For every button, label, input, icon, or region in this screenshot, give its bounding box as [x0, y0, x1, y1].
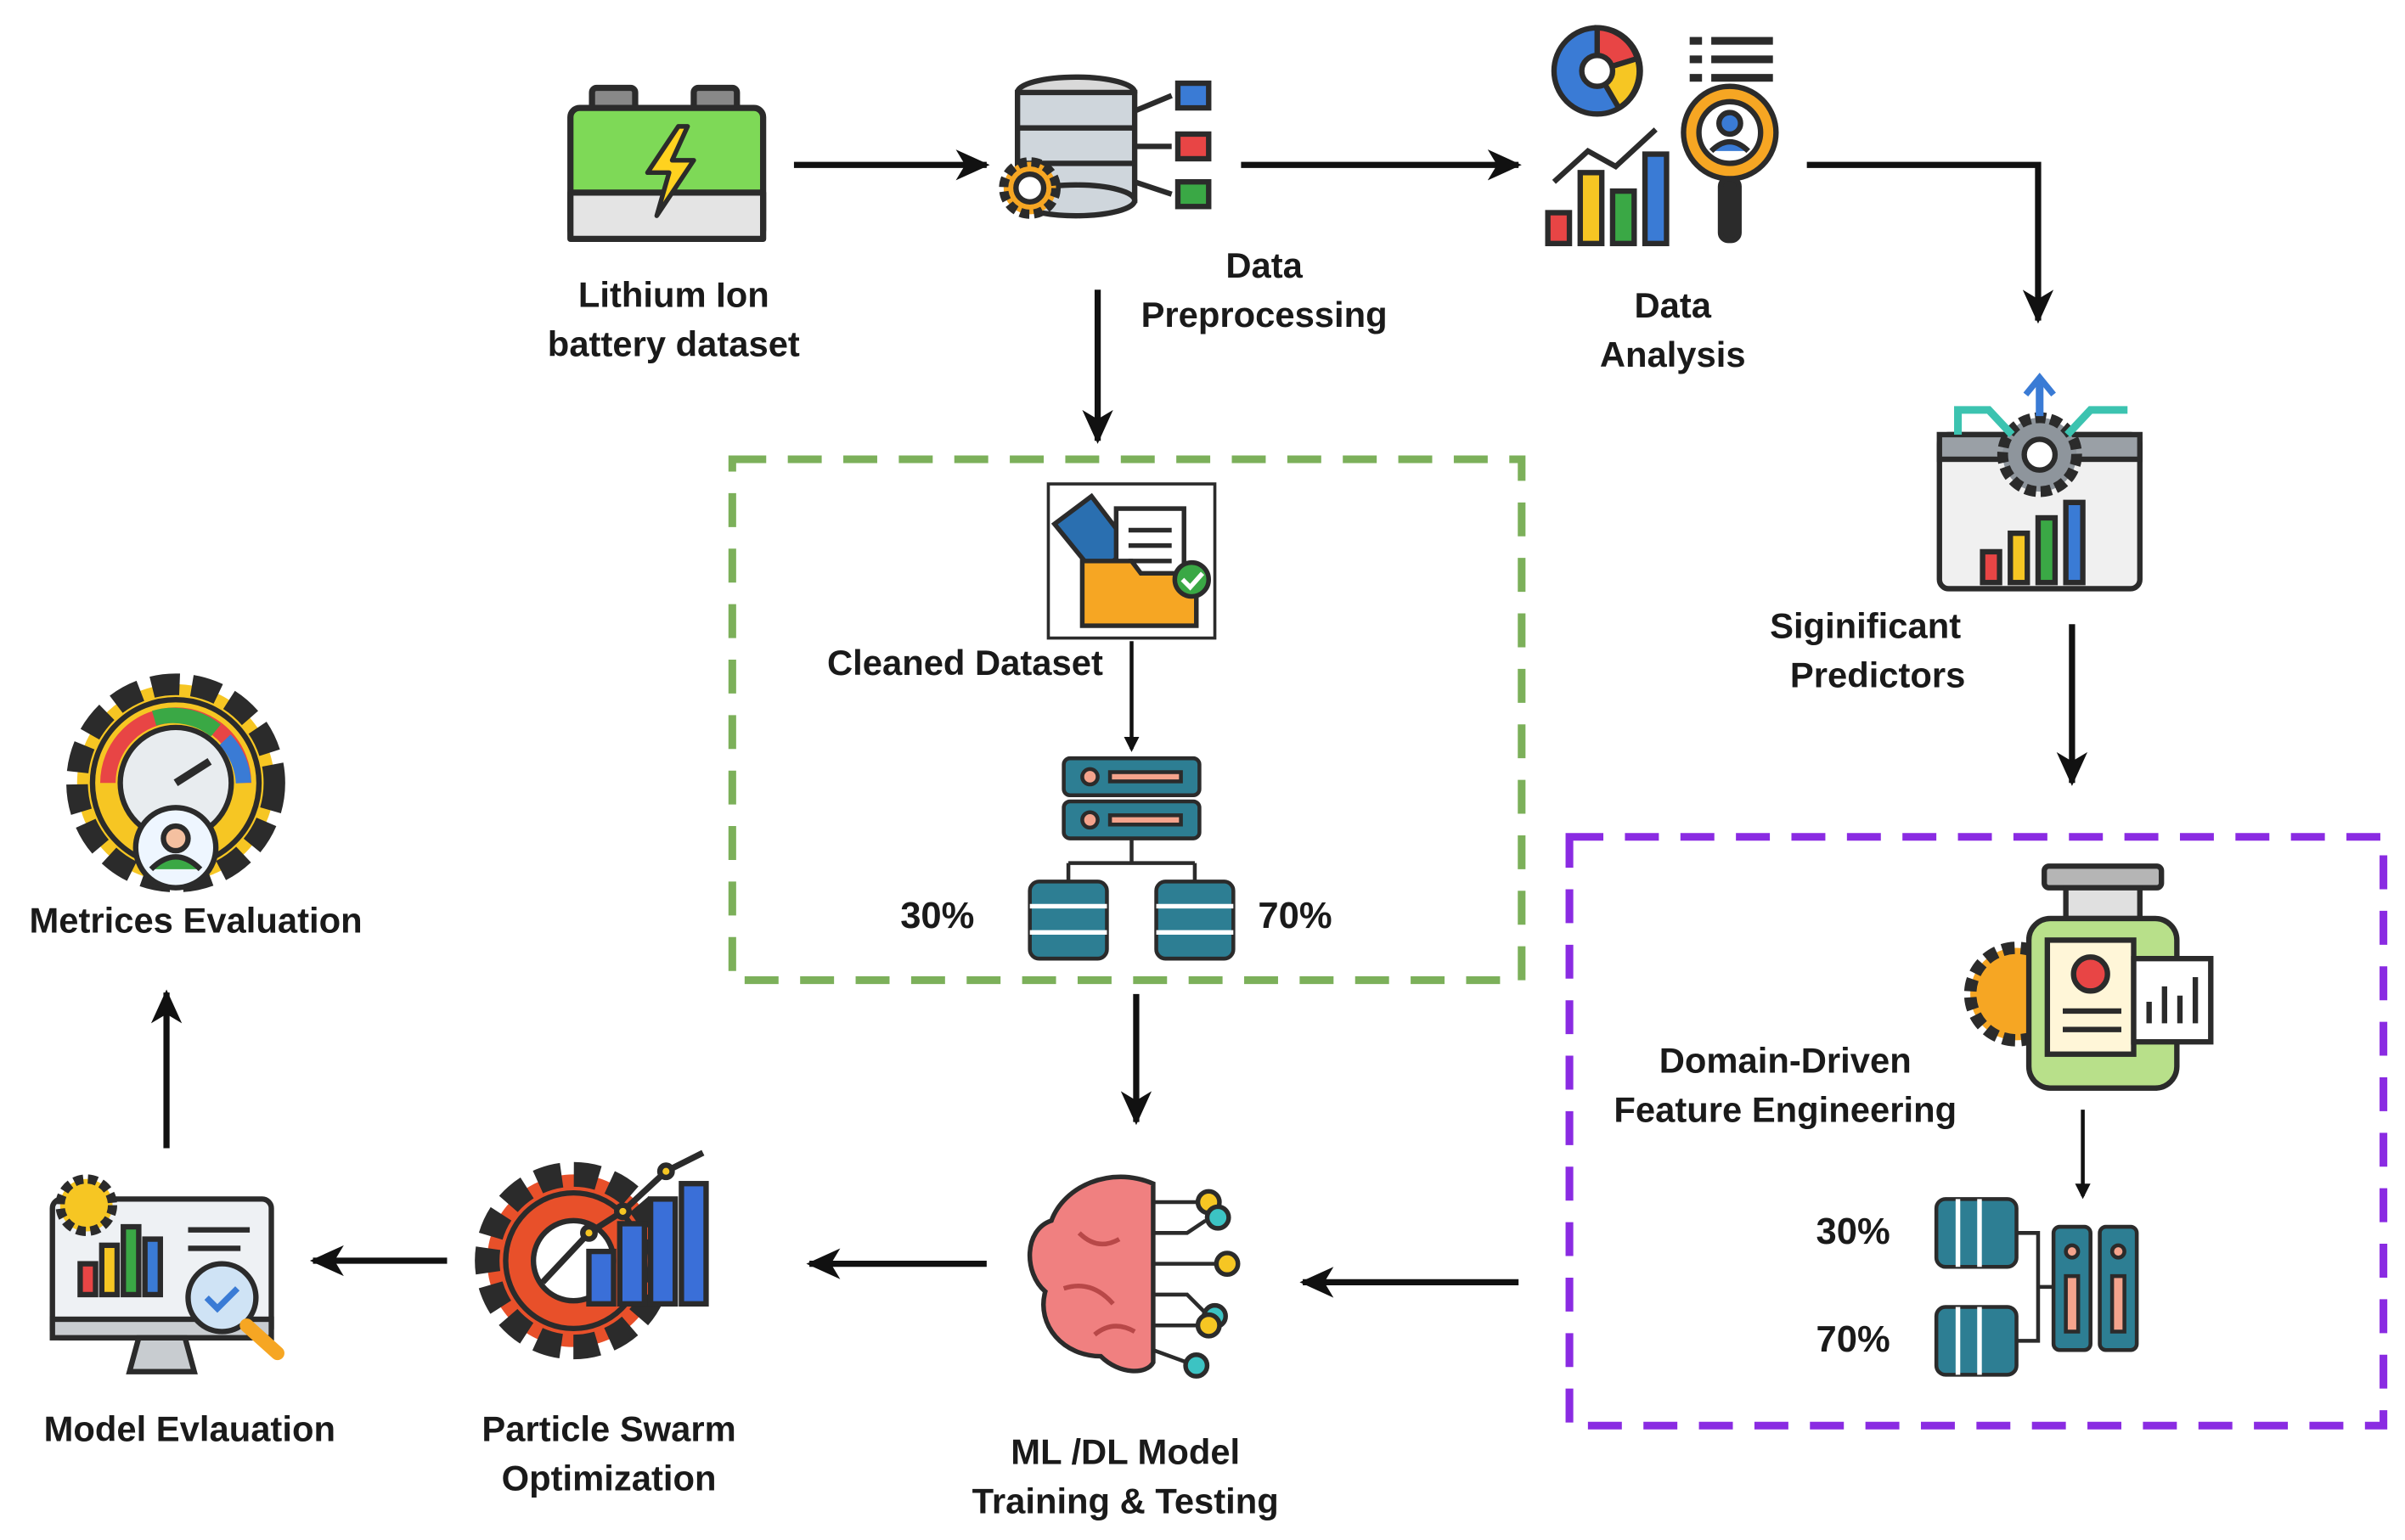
- cleaned-dataset-group-box: [728, 455, 1526, 985]
- cleaned-split-left: 30%: [900, 895, 975, 937]
- gear-chart-icon: [475, 1149, 709, 1360]
- feature-split-icon: [1934, 1197, 2139, 1377]
- arrow-analysis-to-predictors: [1806, 161, 2054, 324]
- cleaned-split-right: 70%: [1258, 895, 1332, 937]
- database-gear-icon: [999, 74, 1212, 219]
- feature-machine-icon: [1963, 863, 2214, 1091]
- analytics-icon: [1545, 25, 1779, 247]
- folder-check-icon: [1046, 482, 1217, 640]
- metrics-eval-label: Metrices Evaluation: [29, 900, 363, 941]
- brain-circuit-icon: [1027, 1174, 1241, 1379]
- monitor-chart-icon: [49, 1174, 284, 1374]
- feature-split-bottom: 70%: [1816, 1318, 1890, 1361]
- gauge-gear-icon: [66, 673, 285, 893]
- predictor-dashboard-icon: [1936, 373, 2143, 592]
- server-split-icon: [1028, 756, 1236, 961]
- cleaned-dataset-label: Cleaned Dataset: [826, 643, 1103, 683]
- model-eval-label: Model Evlauation: [43, 1408, 335, 1449]
- battery-icon: [567, 84, 767, 243]
- feature-split-top: 30%: [1816, 1211, 1890, 1253]
